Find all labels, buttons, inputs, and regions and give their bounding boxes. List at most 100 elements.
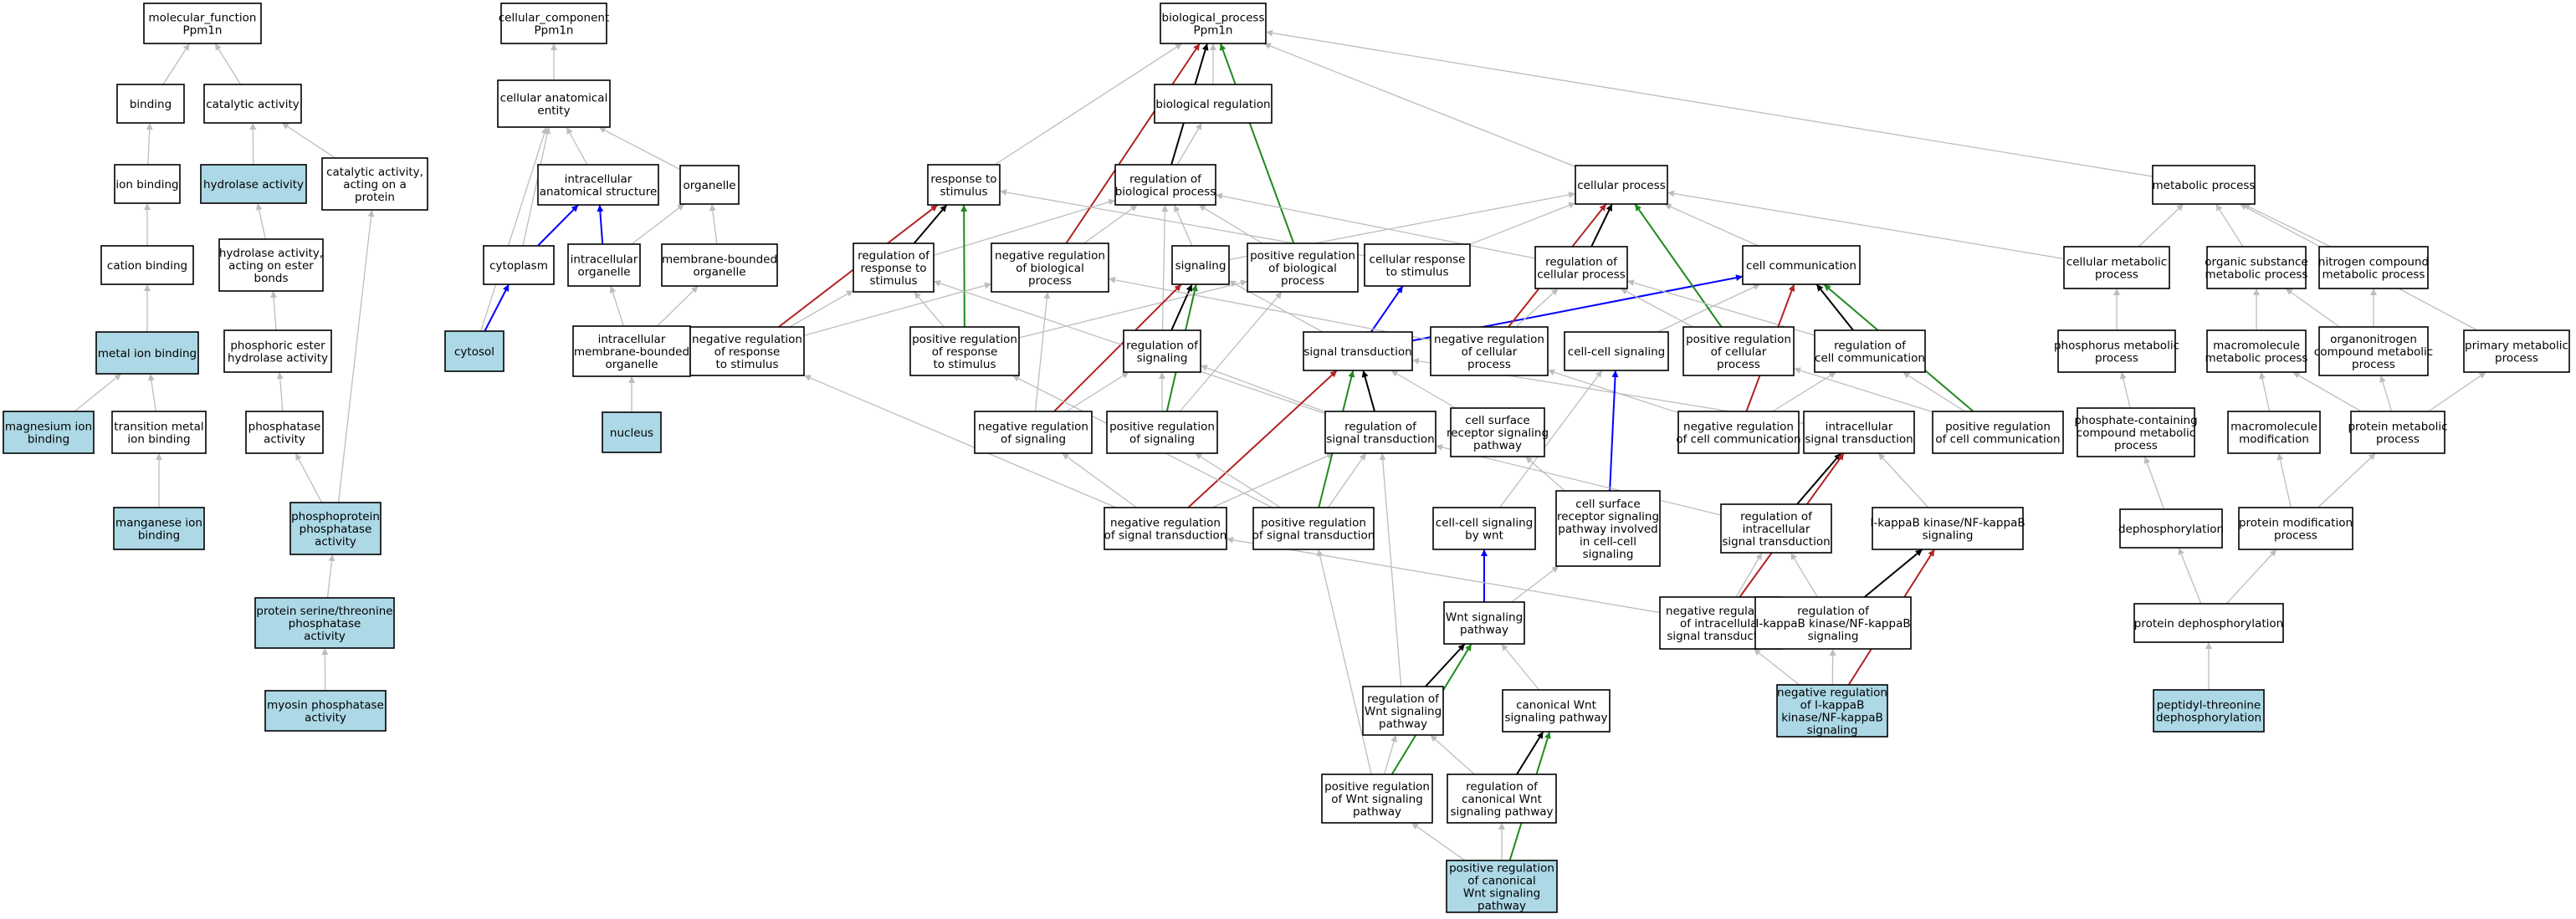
node-cellproc[interactable]: cellular process: [1575, 165, 1668, 205]
node-label: process: [1028, 274, 1072, 288]
node-hydrolase[interactable]: hydrolase activity: [200, 164, 307, 204]
node-label: catalytic activity: [206, 98, 300, 111]
node-label: Ppm1n: [182, 24, 222, 38]
edge-intraorg-to-intracellstruct: [597, 204, 604, 245]
node-organelle[interactable]: organelle: [679, 165, 740, 205]
node-serthr[interactable]: protein serine/threoninephosphataseactiv…: [254, 597, 395, 649]
node-label: signal transduction: [1303, 345, 1411, 359]
node-cation[interactable]: cation binding: [100, 245, 194, 285]
node-cellcellsig[interactable]: cell-cell signaling: [1564, 331, 1669, 371]
node-cytoplasm[interactable]: cytoplasm: [483, 245, 555, 285]
node-label: regulation of: [1367, 692, 1440, 706]
node-binding[interactable]: binding: [116, 84, 185, 124]
node-label: response to: [930, 173, 996, 186]
node-box: [1872, 507, 2024, 550]
node-box: [223, 329, 332, 373]
node-label: pathway: [1473, 439, 1522, 452]
node-box: [2153, 689, 2265, 733]
node-catalytic[interactable]: catalytic activity: [203, 84, 302, 124]
node-protdephos[interactable]: protein dephosphorylation: [2133, 603, 2284, 643]
node-dephos[interactable]: dephosphorylation: [2118, 508, 2224, 549]
node-metab[interactable]: metabolic process: [2152, 165, 2256, 205]
node-nucleus[interactable]: nucleus: [602, 411, 662, 453]
node-signaling[interactable]: signaling: [1171, 245, 1230, 285]
node-sigtrans[interactable]: signal transduction: [1303, 331, 1413, 371]
node-regikappa[interactable]: regulation ofI-kappaB kinase/NF-kappaBsi…: [1754, 596, 1912, 650]
node-ionbinding[interactable]: ion binding: [114, 164, 181, 204]
node-cytosol[interactable]: cytosol: [444, 330, 504, 372]
edge-regbio-to-bioreg: [1176, 122, 1203, 166]
node-label: to stimulus: [716, 358, 779, 371]
edge-regcomm-to-cellcomm: [1815, 283, 1854, 331]
node-bioreg[interactable]: biological regulation: [1154, 84, 1273, 124]
node-label: pathway: [1353, 805, 1401, 819]
node-metalion[interactable]: metal ion binding: [95, 331, 199, 375]
node-label: regulation of: [1834, 340, 1907, 353]
node-cellcomm[interactable]: cell communication: [1742, 245, 1861, 285]
edge-negintra-to-regintra: [1735, 552, 1763, 598]
